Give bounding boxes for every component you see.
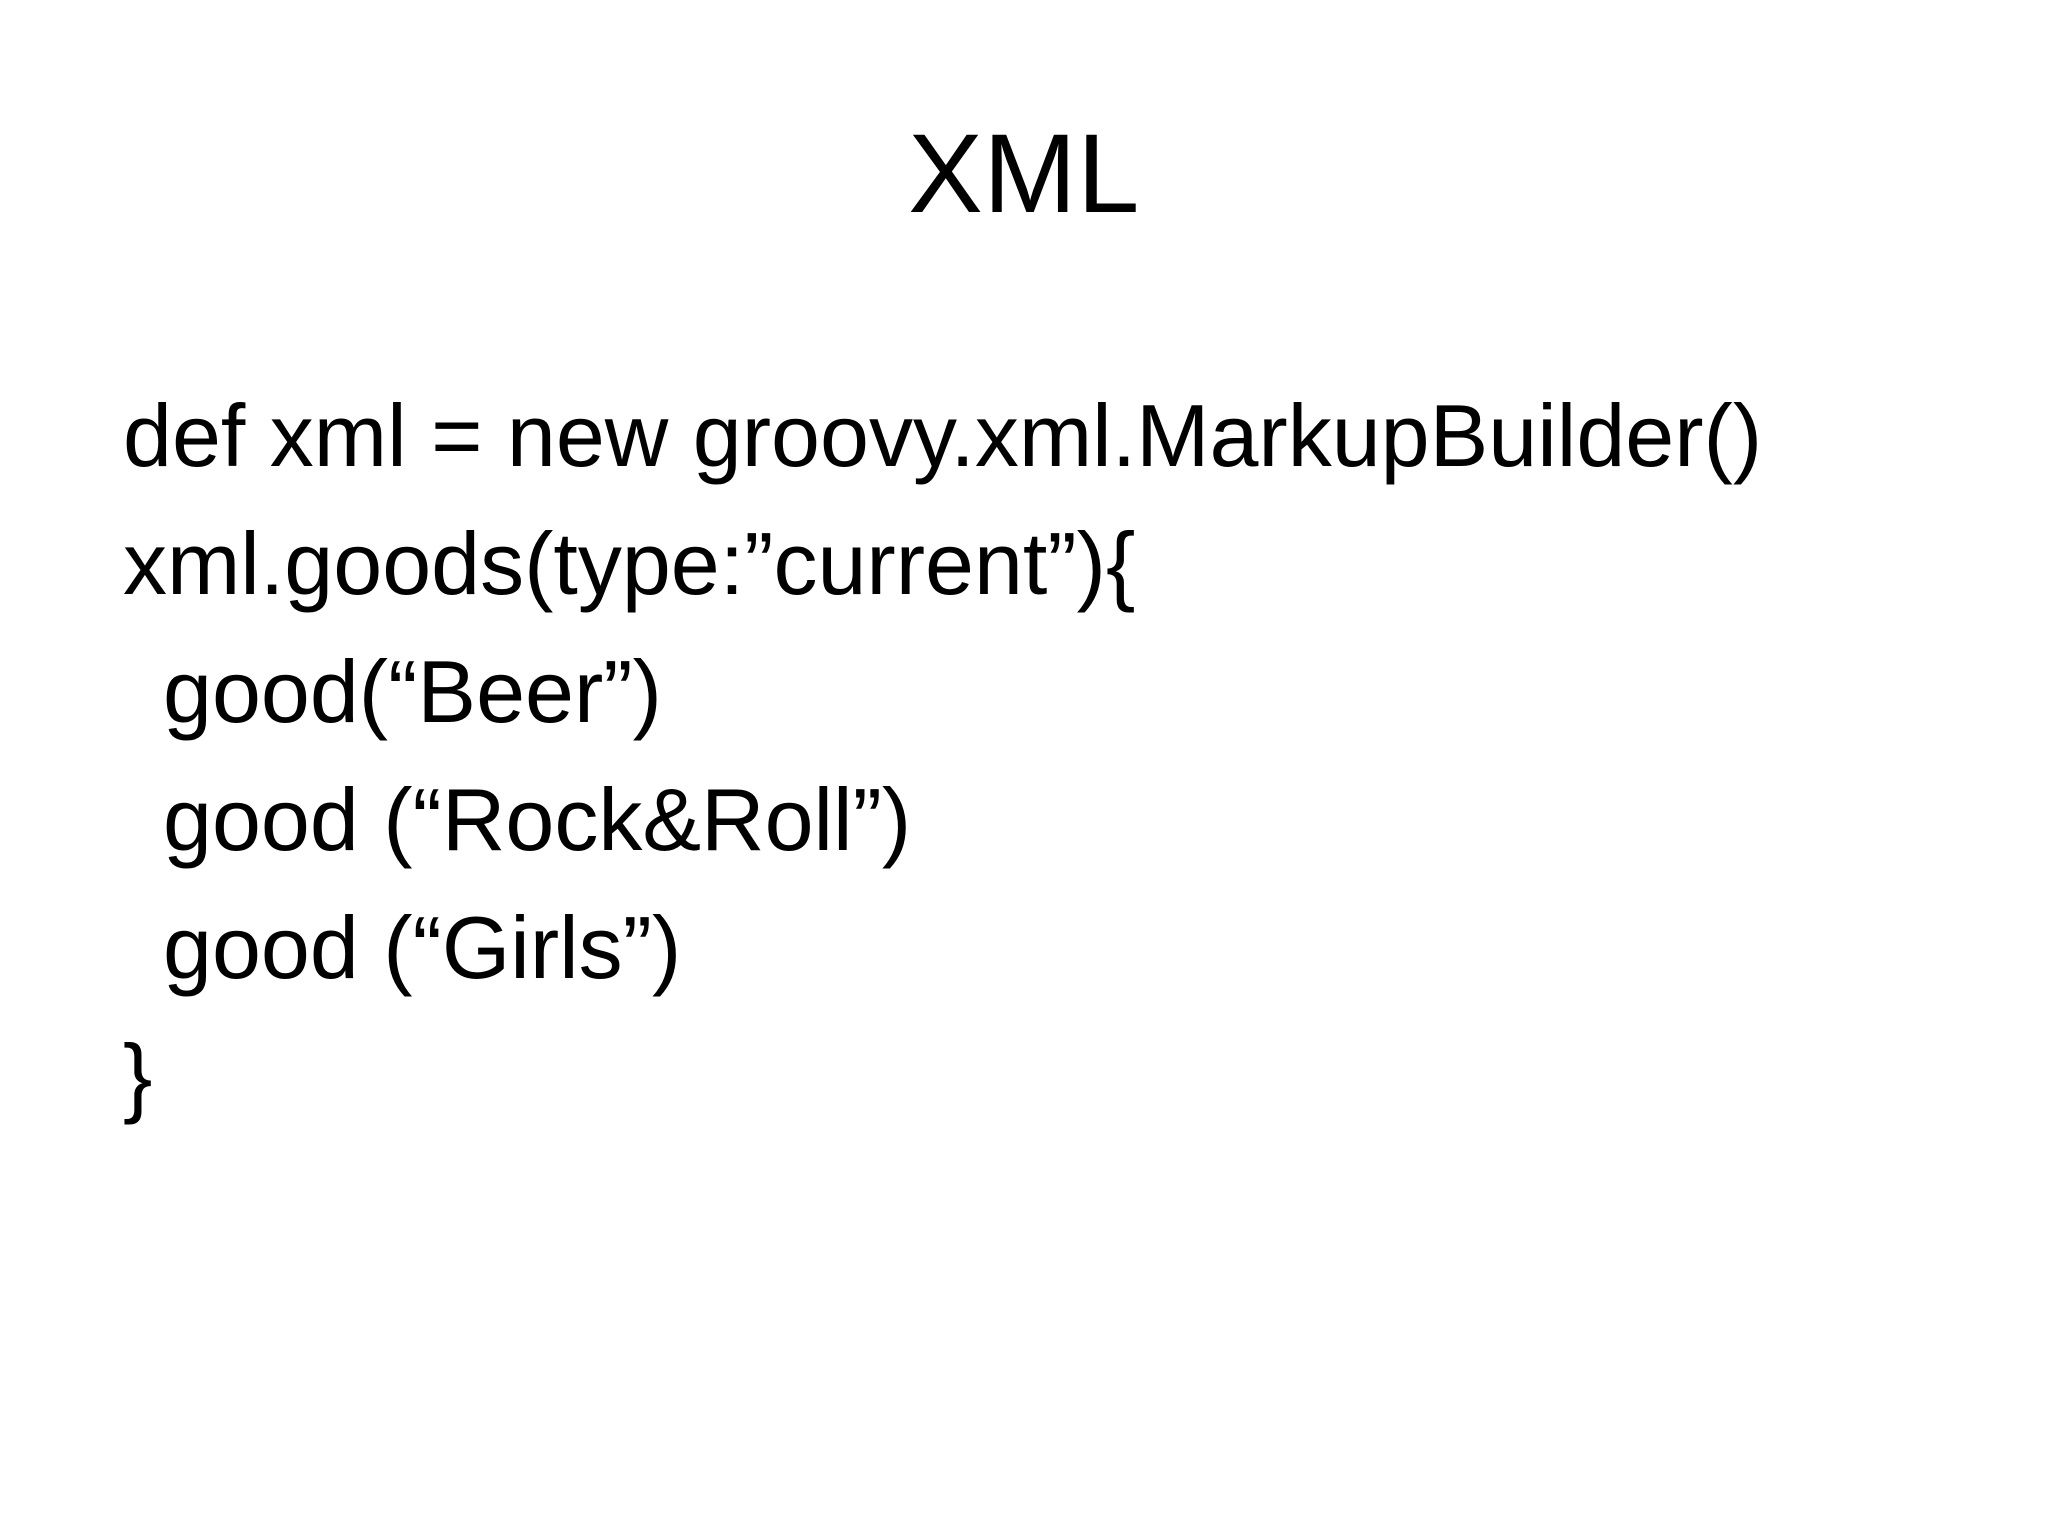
code-line: xml.goods(type:”current”){ <box>123 514 1136 613</box>
code-line: good(“Beer”) <box>163 642 662 741</box>
code-line: } <box>123 1026 153 1125</box>
code-line: good (“Girls”) <box>163 898 682 997</box>
code-line: good (“Rock&Roll”) <box>163 770 912 869</box>
code-block: def xml = new groovy.xml.MarkupBuilder()… <box>123 372 1943 1140</box>
page-title: XML <box>908 111 1140 236</box>
code-line: def xml = new groovy.xml.MarkupBuilder() <box>123 386 1763 485</box>
